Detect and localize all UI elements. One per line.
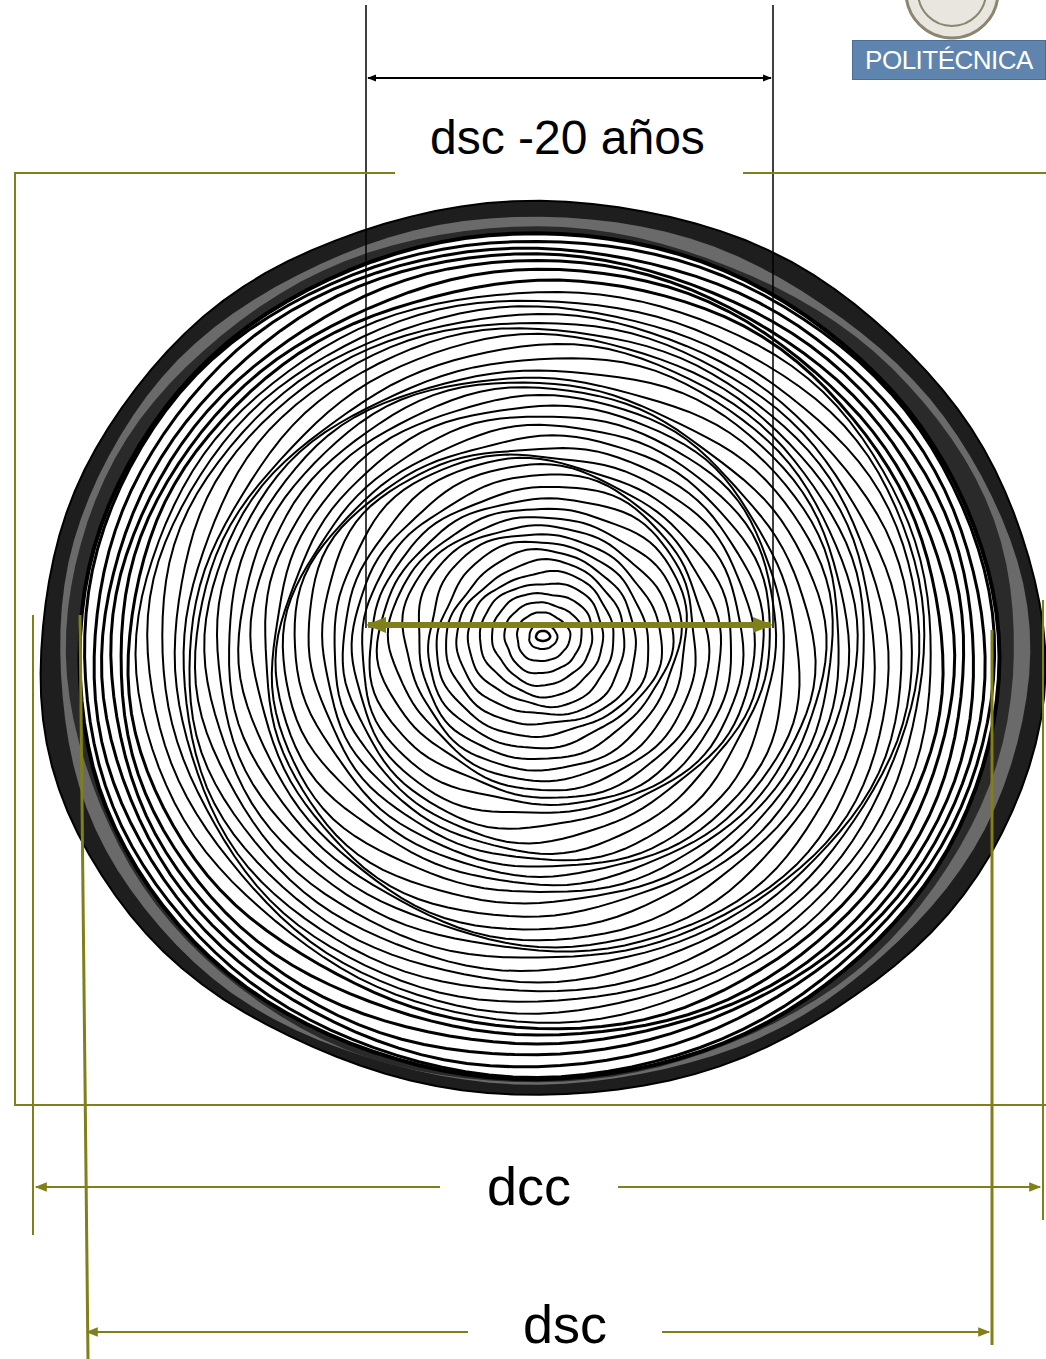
growth-ring: [94, 248, 985, 1067]
growth-ring: [136, 292, 931, 1023]
growth-ring: [456, 559, 624, 715]
dimension-label: dcc: [481, 1157, 577, 1216]
growth-ring: [85, 242, 995, 1078]
dimension-arrow: [36, 1186, 440, 1188]
logo-text: POLITÉCNICA: [865, 45, 1033, 76]
dimension-arrow: [618, 1186, 1040, 1188]
dimension-arrow: [368, 622, 771, 628]
growth-ring: [322, 448, 764, 854]
dimension-arrow: [368, 77, 771, 79]
bark: [41, 201, 1046, 1095]
growth-ring: [184, 323, 902, 982]
growth-ring: [419, 525, 674, 759]
dimension-label: dsc: [517, 1295, 613, 1354]
growth-ring: [190, 328, 889, 971]
growth-ring: [352, 464, 731, 813]
growth-ring: [504, 602, 581, 673]
extension-line: [772, 5, 774, 628]
frame-line: [15, 173, 1046, 1105]
growth-ring: [295, 425, 776, 867]
growth-ring: [480, 584, 603, 698]
bark: [66, 226, 1014, 1082]
extension-line: [80, 615, 88, 1359]
dimension-arrow: [662, 1331, 989, 1333]
growth-ring: [204, 344, 864, 952]
growth-ring: [362, 475, 721, 806]
dimension-label: dsc -20 años: [424, 112, 711, 165]
growth-ring: [468, 571, 614, 707]
bark: [60, 217, 1030, 1085]
growth-ring: [492, 593, 592, 686]
dimension-arrow: [87, 1331, 468, 1333]
growth-ring: [377, 498, 696, 790]
growth-ring: [272, 395, 816, 892]
logo-box: POLITÉCNICA: [852, 40, 1046, 80]
growth-ring: [147, 301, 924, 1014]
extension-line: [991, 630, 994, 1345]
growth-ring: [102, 254, 974, 1055]
wood: [80, 233, 1000, 1079]
growth-ring: [309, 435, 770, 860]
growth-ring: [111, 261, 964, 1045]
growth-ring: [128, 280, 943, 1029]
growth-ring: [428, 534, 662, 748]
seal: [906, 0, 998, 38]
growth-ring: [283, 417, 784, 877]
growth-ring: [250, 383, 832, 917]
growth-ring: [437, 542, 649, 737]
growth-ring: [265, 387, 826, 903]
extension-line: [365, 5, 367, 628]
growth-ring: [229, 371, 849, 941]
growth-ring: [175, 314, 912, 991]
extension-line: [1042, 600, 1044, 1220]
growth-ring: [517, 612, 570, 661]
growth-ring: [276, 406, 800, 886]
frame-line: [743, 172, 1046, 174]
growth-ring: [217, 358, 858, 947]
growth-ring: [121, 269, 955, 1035]
growth-ring: [238, 378, 838, 930]
growth-ring: [335, 455, 755, 844]
growth-ring: [370, 487, 710, 798]
growth-ring: [446, 549, 636, 724]
pith: [536, 631, 550, 641]
growth-ring: [388, 509, 687, 782]
growth-ring: [343, 458, 744, 829]
growth-ring: [402, 517, 682, 770]
growth-ring: [162, 306, 919, 1001]
extension-line: [32, 615, 34, 1235]
